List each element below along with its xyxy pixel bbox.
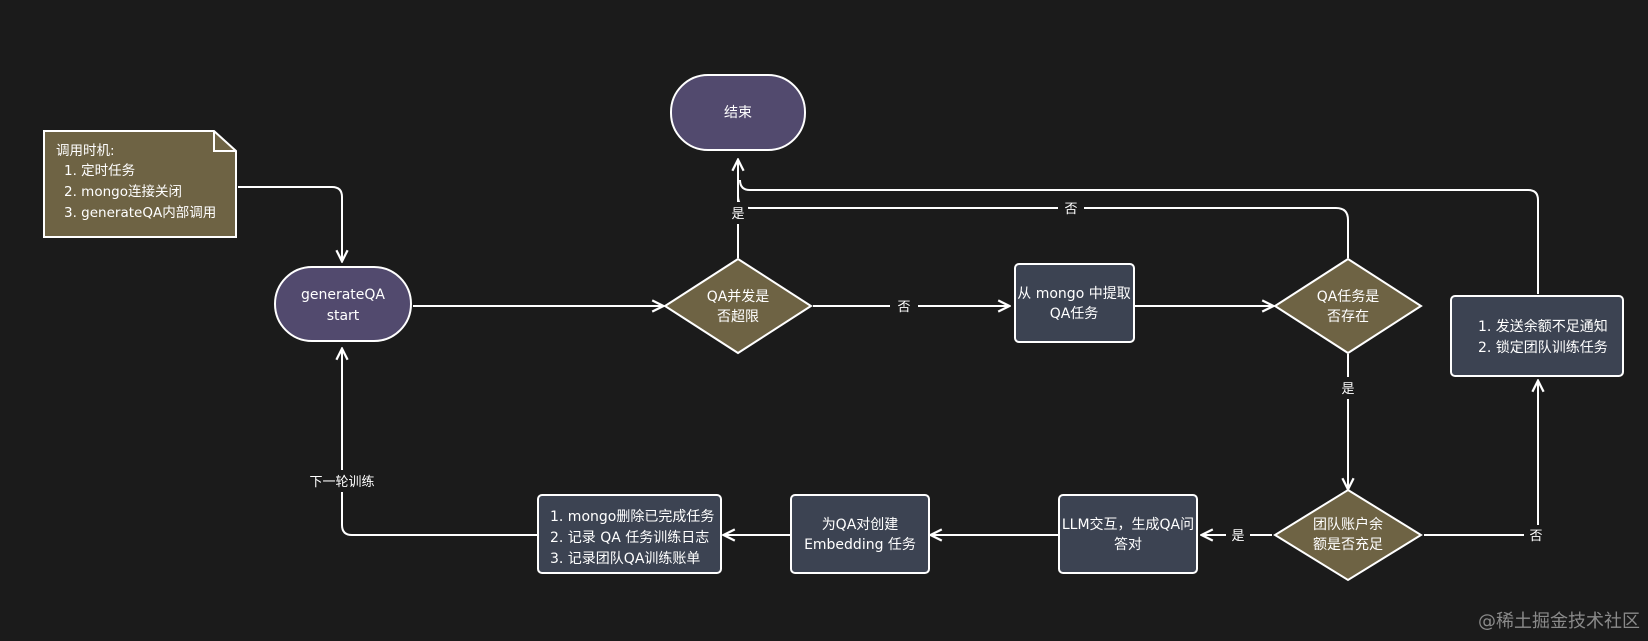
decision-label: QA并发是 [707, 289, 770, 305]
start-label: generateQA [301, 287, 385, 303]
process-label: 答对 [1114, 536, 1142, 553]
decision-label: 额是否充足 [1313, 537, 1383, 553]
process-label: QA任务 [1050, 306, 1099, 322]
process-label: LLM交互，生成QA问 [1062, 516, 1194, 533]
process-llm: LLM交互，生成QA问 答对 [1058, 494, 1198, 574]
process-label: 1. 发送余额不足通知 [1478, 318, 1608, 335]
process-label: 1. mongo删除已完成任务 [550, 509, 714, 525]
process-label: 从 mongo 中提取 [1017, 286, 1130, 302]
note-call-timing: 调用时机: 1. 定时任务 2. mongo连接关闭 3. generateQA… [43, 130, 237, 238]
process-label: Embedding 任务 [804, 537, 916, 553]
label-no-to-fetch: 否 [897, 300, 910, 315]
process-fetch-task: 从 mongo 中提取 QA任务 [1014, 263, 1135, 343]
process-insufficient-balance: 1. 发送余额不足通知 2. 锁定团队训练任务 [1450, 295, 1624, 377]
note-line: 3. generateQA内部调用 [64, 205, 216, 221]
process-label: 2. 锁定团队训练任务 [1478, 340, 1608, 356]
label-balance-no: 否 [1529, 529, 1542, 544]
note-line: 1. 定时任务 [64, 163, 135, 179]
process-cleanup: 1. mongo删除已完成任务 2. 记录 QA 任务训练日志 3. 记录团队Q… [537, 494, 722, 574]
decision-team-balance: 团队账户余 额是否充足 [1273, 488, 1423, 582]
end-terminal: 结束 [670, 74, 806, 151]
edge-cleanup-to-start [342, 350, 537, 536]
start-terminal: generateQA start [274, 266, 412, 342]
label-task-yes: 是 [1341, 382, 1354, 397]
edge-insufficient-to-end [739, 179, 1539, 294]
watermark: @稀土掘金技术社区 [1478, 611, 1640, 632]
edge-note-to-start [238, 186, 342, 260]
label-next-round: 下一轮训练 [309, 475, 374, 490]
process-embedding: 为QA对创建 Embedding 任务 [790, 494, 930, 574]
process-label: 3. 记录团队QA训练账单 [550, 551, 700, 567]
decision-label: QA任务是 [1317, 289, 1380, 305]
label-no-task-to-end: 否 [1064, 202, 1077, 217]
edge-labels: 是 否 否 是 是 否 下一轮训练 [300, 198, 1548, 545]
label-balance-yes: 是 [1231, 529, 1244, 544]
edge-balance-no-to-insufficient [1424, 382, 1538, 536]
process-label: 2. 记录 QA 任务训练日志 [550, 530, 709, 546]
edge-task-no-to-end [737, 195, 1349, 258]
decision-concurrency: QA并发是 否超限 [663, 257, 813, 355]
note-line: 调用时机: [56, 143, 115, 159]
end-label: 结束 [724, 105, 752, 121]
start-label: start [327, 308, 360, 324]
decision-label: 团队账户余 [1313, 516, 1383, 533]
decision-label: 否超限 [717, 309, 759, 325]
label-yes-to-end: 是 [731, 207, 744, 222]
decision-task-exists: QA任务是 否存在 [1273, 257, 1423, 355]
process-label: 为QA对创建 [822, 517, 899, 533]
note-line: 2. mongo连接关闭 [64, 183, 182, 200]
decision-label: 否存在 [1327, 309, 1369, 325]
